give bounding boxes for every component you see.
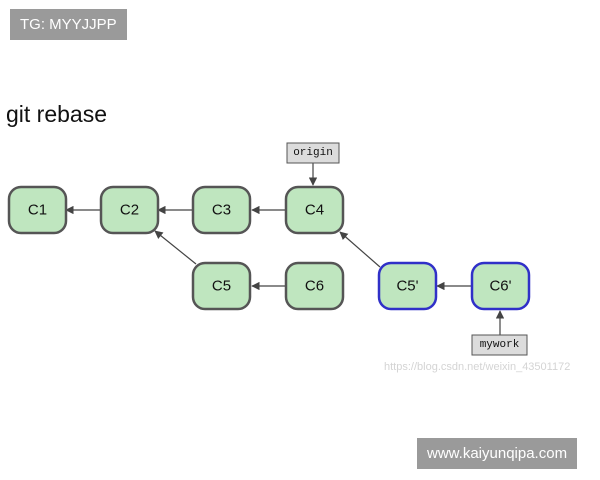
edge-c5p-c4 [339,231,381,268]
commit-c1-label: C1 [28,202,47,219]
commit-c5-rebased: C5' [377,261,438,311]
commit-c1: C1 [7,185,68,235]
ref-origin-label: origin [293,147,333,159]
commit-c5: C5 [191,261,252,311]
commit-c5-rebased-label: C5' [396,278,418,295]
commit-c2-label: C2 [120,202,139,219]
edge-c5-c2 [154,230,197,265]
ref-mywork-label: mywork [480,339,520,351]
commit-c5-label: C5 [212,278,231,295]
commit-c4: C4 [284,185,345,235]
commit-c3-label: C3 [212,202,231,219]
ref-origin: origin [286,142,340,164]
commit-c6-rebased-label: C6' [489,278,511,295]
csdn-watermark: https://blog.csdn.net/weixin_43501172 [384,361,570,373]
bottom-badge: www.kaiyunqipa.com [417,438,578,469]
commit-c6: C6 [284,261,345,311]
page-title: git rebase [6,101,108,127]
commit-c6-rebased: C6' [470,261,531,311]
commit-c3: C3 [191,185,252,235]
commit-c6-label: C6 [305,278,324,295]
commit-c4-label: C4 [305,202,324,219]
ref-mywork: mywork [471,334,528,356]
commit-c2: C2 [99,185,160,235]
top-badge: TG: MYYJJPP [10,9,127,40]
